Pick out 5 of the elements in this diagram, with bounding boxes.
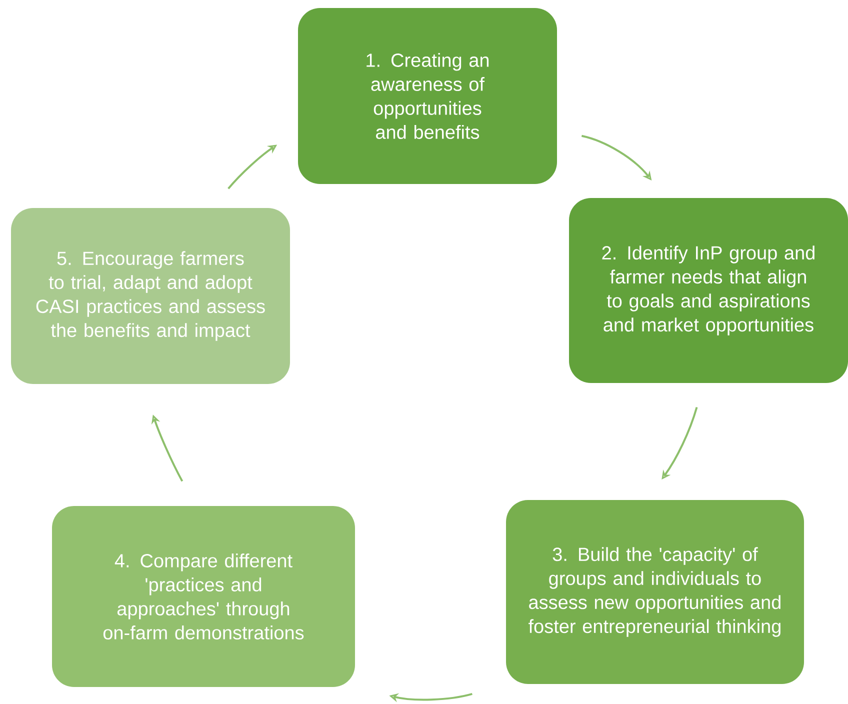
process-box: 3. Build the 'capacity' of groups and individuals to assess new opportunities and foster entrepreneurial thinking [506, 500, 804, 684]
process-box: 5. Encourage farmers to trial, adapt and adopt CASI practices and assess the benefits and impact [11, 208, 290, 384]
process-box: 4. Compare different 'practices and approaches' through on-farm demonstrations [52, 506, 355, 687]
process-box: 2. Identify InP group and farmer needs that align to goals and aspirations and market opportunities [569, 198, 848, 383]
process-box: 1. Creating an awareness of opportunities and benefits [298, 8, 557, 184]
